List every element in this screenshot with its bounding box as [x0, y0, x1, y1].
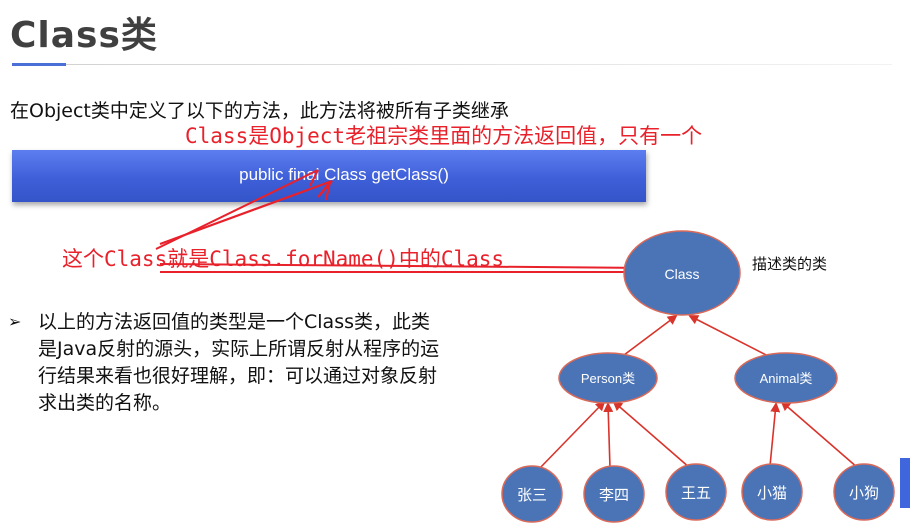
right-edge-accent: [900, 458, 910, 508]
hand-arrow-to-code: [159, 179, 333, 246]
root-description: 描述类的类: [752, 255, 828, 273]
slide-title: Class类: [10, 15, 158, 56]
edge-animal-to-class: [688, 315, 773, 359]
bullet-arrow-icon: ➢: [8, 312, 22, 331]
leaf-node-wangwu: 王五: [665, 463, 727, 521]
person-node: Person类: [558, 352, 658, 404]
leaf-node-zhangsan: 张三: [501, 465, 563, 523]
tree-edges: [537, 314, 859, 471]
edge-lisi-to-person: [603, 402, 614, 469]
leaf-node-dog: 小狗: [833, 463, 895, 521]
bullet-text: 以上的方法返回值的类型是一个Class类，此类是Java反射的源头，实际上所谓反…: [38, 311, 440, 414]
annotation-arrows: [155, 169, 669, 280]
intro-text: 在Object类中定义了以下的方法，此方法将被所有子类继承: [10, 100, 509, 122]
title-rule: [12, 64, 892, 65]
title-accent-line: [12, 63, 66, 66]
annotation-top: Class是Object老祖宗类里面的方法返回值，只有一个: [185, 124, 703, 148]
edge-cat-to-animal: [769, 402, 781, 467]
leaf-label-wangwu: 王五: [681, 485, 711, 502]
hand-arrow-to-code-2: [155, 169, 319, 250]
code-bar: public final Class getClass(): [12, 150, 646, 202]
animal-node-label: Animal类: [760, 371, 813, 386]
edge-wangwu-to-person: [612, 400, 691, 469]
code-signature: public final Class getClass(): [239, 165, 449, 184]
edge-person-to-class: [619, 314, 678, 359]
class-node-label: Class: [664, 266, 699, 282]
edge-dog-to-animal: [780, 400, 859, 469]
leaf-label-lisi: 李四: [599, 487, 629, 504]
leaf-label-zhangsan: 张三: [517, 487, 547, 504]
hand-arrow-to-class-node: [159, 261, 669, 280]
leaf-label-dog: 小狗: [849, 485, 879, 502]
leaf-label-cat: 小猫: [757, 485, 787, 502]
class-node: Class: [623, 230, 741, 316]
animal-node: Animal类: [734, 352, 838, 404]
leaf-node-lisi: 李四: [583, 465, 645, 523]
person-node-label: Person类: [581, 371, 635, 386]
leaf-node-cat: 小猫: [741, 463, 803, 521]
edge-zhangsan-to-person: [537, 400, 606, 471]
